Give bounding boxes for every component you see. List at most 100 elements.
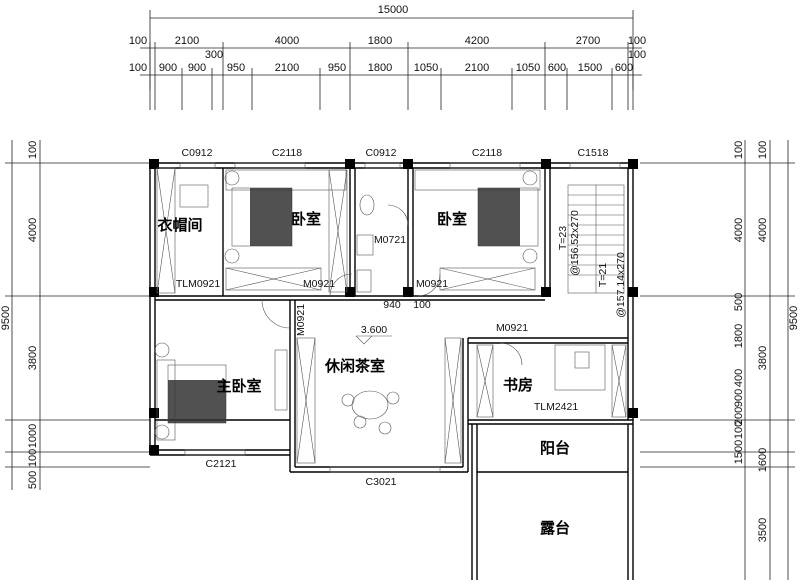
right-dimensions: 9500 100 4000 3800 1600 3500 100 4000 50… [640,140,800,580]
dim-left-1: 4000 [27,218,39,242]
left-dimensions: 9500 100 4000 3800 1000 100 500 [0,140,150,490]
dim-right-inner-2: 500 [733,293,745,311]
dim-right-inner-6: 200 [733,407,745,425]
column [149,159,159,169]
room-closet: 衣帽间 [157,216,202,234]
dim-left-5: 500 [27,471,39,489]
column [541,287,551,297]
dim-r2-5: 950 [328,62,346,74]
door-swing [387,204,409,226]
code-940: 940 [383,299,401,311]
door-swing [499,342,523,366]
code-c0912-b: C0912 [366,147,397,159]
room-bedroom-1: 卧室 [291,210,321,228]
dim-r2-8: 2100 [465,62,489,74]
code-c2118-a: C2118 [272,147,302,159]
walls [149,162,634,580]
chair-icon [574,351,590,369]
column [149,408,159,418]
room-terrace: 露台 [540,519,570,537]
window [234,162,306,169]
tv-cabinet [274,349,288,411]
code-c2121: C2121 [206,458,237,470]
dim-r2-3: 950 [227,62,245,74]
dim-r2-10: 600 [548,62,566,74]
column [403,159,413,169]
dim-right-outer-0: 100 [757,141,769,159]
column [628,159,638,169]
lamp-icon [224,248,240,264]
code-stair-up: T=23 [557,226,569,250]
cabinet [328,169,348,293]
dim-right-outer-1: 4000 [757,218,769,242]
dim-total-top: 15000 [378,4,409,16]
column [541,159,551,169]
room-master: 主卧室 [216,377,261,395]
top-dimensions: 15000 100 2100 4000 1800 4200 2700 100 3… [129,4,646,110]
code-c2118-b: C2118 [472,147,502,159]
lamp-icon [154,424,170,440]
dresser [179,184,209,208]
dim-right-inner-0: 100 [733,141,745,159]
door-swing [417,273,441,297]
room-bedroom-2: 卧室 [437,210,467,228]
dim-r2-12: 600 [615,62,633,74]
dim-right-outer-4: 3500 [757,518,769,542]
wardrobe-1 [225,267,322,291]
dim-r1-5: 2700 [576,35,600,47]
dim-left-4: 100 [27,449,39,467]
bed-3-cover [168,380,226,423]
stool-icon [353,415,367,429]
code-c3021: C3021 [366,476,397,488]
dim-r2-2: 900 [188,62,206,74]
window [184,449,246,456]
stool-icon [341,393,355,407]
dim-right-outer-2: 3800 [757,346,769,370]
dim-right-inner-1: 4000 [733,218,745,242]
dim-r2-6: 1800 [368,62,392,74]
code-100: 100 [413,299,431,311]
dim-r1-6: 100 [628,35,646,47]
wardrobe-2 [439,267,536,291]
bed-2-cover [478,188,520,246]
dim-left-3: 1000 [27,424,39,448]
column [345,159,355,169]
dim-right-inner-8: 1500 [733,440,745,464]
code-m0921-c: M0921 [295,304,307,336]
lamp-icon [224,170,240,186]
dim-left-0: 100 [27,141,39,159]
room-tea: 休闲茶室 [324,357,385,375]
code-tlm0921: TLM0921 [176,278,221,290]
room-labels: 衣帽间 卧室 卧室 主卧室 休闲茶室 书房 阳台 露台 [157,210,570,537]
lamp-icon [522,248,538,264]
codes: C0912 C2118 C0912 C2118 C1518 M0721 TLM0… [176,147,627,488]
code-c1518: C1518 [578,147,609,159]
code-m0921-b: M0921 [416,278,448,290]
dim-r1-0: 100 [129,35,147,47]
window [329,466,441,473]
dim-right-inner-7: 100 [733,421,745,439]
column [149,287,159,297]
shower-icon [356,269,372,293]
door-swing [261,299,291,329]
stool-icon [386,391,400,405]
dim-r1-1: 2100 [175,35,199,47]
window [449,162,521,169]
dim-r1-4: 4200 [465,35,489,47]
dim-left-2: 3800 [27,346,39,370]
window [179,162,216,169]
code-elevation: 3.600 [361,324,387,336]
toilet-icon [359,194,375,216]
code-stair-spec2: @157.14x270 [615,252,627,318]
code-stair-dn: T=21 [597,263,609,287]
desk [554,344,606,391]
elevation-marker [355,335,373,345]
lamp-icon [154,342,170,358]
window [569,162,621,169]
bed-1-cover [250,188,292,246]
dim-r1-3: 1800 [368,35,392,47]
code-c0912-a: C0912 [182,147,213,159]
headboard-shelf [225,169,347,191]
column [628,287,638,297]
